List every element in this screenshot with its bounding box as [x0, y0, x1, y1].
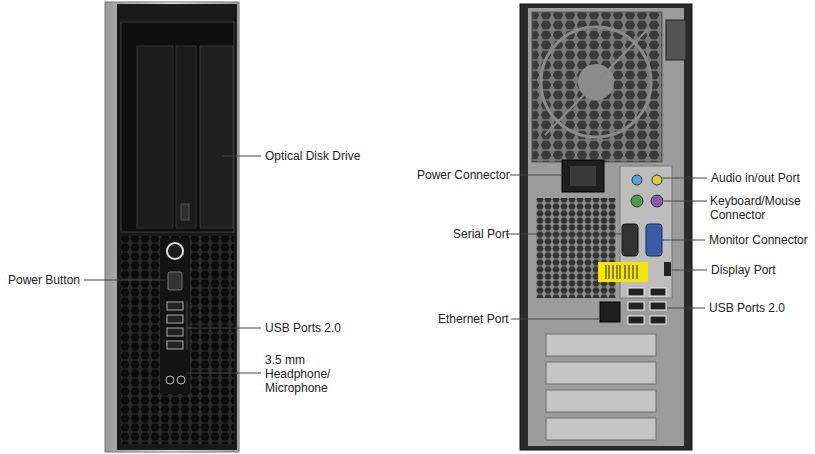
bay-cover: [137, 46, 173, 228]
leader-bracket: [187, 301, 188, 350]
callout-label: Optical Disk Drive: [265, 149, 360, 163]
leader-line: [222, 156, 261, 157]
usb-port: [650, 302, 666, 310]
callout-label: Keyboard/Mouse Connector: [710, 194, 810, 222]
front-grille: [121, 236, 234, 444]
vga-connector: [646, 224, 662, 256]
callout-label: Display Port: [711, 263, 776, 277]
back-tower: [520, 4, 692, 450]
usb-port: [628, 316, 644, 324]
logo-badge: [166, 242, 184, 260]
power-button-shape: [168, 272, 182, 290]
usb-port: [628, 302, 644, 310]
callout-label: USB Ports 2.0: [265, 321, 341, 335]
leader-line: [506, 234, 621, 235]
callout-label: Power Button: [8, 273, 80, 287]
eject-button: [181, 204, 189, 220]
bay-cover: [176, 46, 196, 228]
vent-grille: [536, 198, 616, 298]
optical-drive: [200, 46, 233, 228]
usb-port: [167, 315, 183, 323]
power-socket: [562, 160, 604, 192]
leader-line: [663, 240, 705, 241]
ethernet-jack: [600, 302, 620, 322]
front-tower: [105, 2, 239, 452]
serial-sticker: [598, 262, 648, 282]
handle-tab: [666, 20, 686, 60]
usb-port: [650, 288, 666, 296]
callout-label: USB Ports 2.0: [709, 301, 785, 315]
leader-lines: [84, 156, 261, 373]
usb-port: [167, 302, 183, 310]
barcode: [606, 265, 637, 279]
front-panel: [117, 4, 237, 450]
fan-strut: [545, 30, 647, 135]
ps2-port: [651, 195, 663, 207]
expansion-slot: [546, 334, 656, 356]
psu-grille: [532, 12, 662, 162]
leader-line: [664, 201, 707, 202]
front-housing: [105, 2, 239, 452]
leader-line: [84, 280, 166, 281]
audio-jack: [652, 175, 662, 185]
expansion-slot: [546, 390, 656, 412]
leader-lines: [506, 175, 707, 319]
drive-bay: [121, 22, 234, 232]
callout-label: Audio in/out Port: [711, 171, 800, 185]
leader-line: [663, 178, 707, 179]
audio-jack: [632, 175, 642, 185]
back-housing: [520, 4, 692, 450]
logo-badge: [168, 244, 182, 258]
leader-line: [511, 319, 600, 320]
expansion-slot: [546, 418, 656, 440]
usb-port: [167, 341, 183, 349]
power-socket-inner: [570, 166, 596, 186]
audio-jack: [177, 376, 185, 384]
leader-line: [672, 270, 707, 271]
usb-port: [167, 328, 183, 336]
callout-label: Monitor Connector: [709, 233, 808, 247]
usb-port: [650, 316, 666, 324]
expansion-slot: [546, 362, 656, 384]
back-panel: [528, 8, 684, 446]
serial-connector: [622, 224, 638, 256]
callout-label: Serial Port: [453, 227, 509, 241]
leader-line: [510, 175, 563, 176]
fan-ring: [541, 27, 651, 137]
callout-label: Ethernet Port: [438, 312, 509, 326]
callout-label: Power Connector: [417, 168, 510, 182]
audio-jack: [166, 376, 174, 384]
ps2-port: [631, 195, 643, 207]
leader-line: [186, 373, 261, 374]
leader-line: [187, 328, 261, 329]
displayport-connector: [664, 262, 671, 276]
leader-line: [667, 308, 705, 309]
callout-label: 3.5 mm Headphone/ Microphone: [265, 353, 345, 395]
usb-port: [628, 288, 644, 296]
control-strip: [160, 238, 190, 394]
